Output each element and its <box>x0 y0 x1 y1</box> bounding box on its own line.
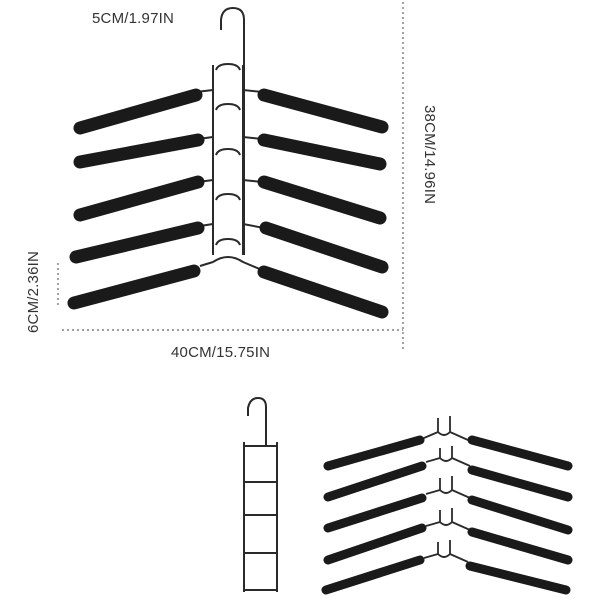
foam-arm-right <box>257 88 389 134</box>
folded-hanger-side-view <box>243 396 278 592</box>
main-hanger-arms <box>67 88 389 319</box>
main-hanger <box>195 6 265 271</box>
foam-arm-left <box>69 221 205 264</box>
foam-arm-left <box>323 493 427 533</box>
foam-arm-right <box>467 527 573 565</box>
foam-arm-right <box>257 265 389 319</box>
ladder-loop <box>215 237 241 246</box>
foam-arm-left <box>323 523 427 565</box>
arm-wire <box>423 431 469 441</box>
foam-arm-left <box>323 461 427 502</box>
arm-wire <box>425 446 471 467</box>
height-dimension-label: 38CM/14.96IN <box>421 105 438 205</box>
ladder-loop <box>215 147 241 156</box>
foam-arm-right <box>257 133 387 171</box>
foam-arm-left <box>321 555 425 595</box>
ladder-loop <box>215 102 241 111</box>
spacing-dimension-label: 6CM/2.36IN <box>25 250 42 333</box>
stacked-wires <box>423 416 471 563</box>
ladder-loop <box>215 62 241 71</box>
width-dimension-label: 40CM/15.75IN <box>171 344 271 361</box>
arm-wire <box>425 508 471 531</box>
stacked-foam-arms <box>321 435 573 595</box>
folded-hanger-hook <box>247 396 267 445</box>
stacked-hangers-view <box>321 416 573 595</box>
foam-arm-left <box>73 175 205 222</box>
ladder-loop <box>215 192 241 201</box>
arm-wire <box>423 540 469 563</box>
foam-arm-right <box>257 175 387 225</box>
foam-arm-right <box>467 465 573 502</box>
foam-arm-left <box>323 435 425 471</box>
stacked-hook <box>437 416 451 436</box>
foam-arm-left <box>73 133 205 169</box>
arm-wire <box>425 476 471 499</box>
foam-arm-left <box>73 88 203 135</box>
arm-wire <box>199 256 263 271</box>
hook-dimension-label: 5CM/1.97IN <box>92 10 175 27</box>
foam-arm-left <box>67 264 201 310</box>
foam-arm-right <box>467 495 573 535</box>
dimension-guides <box>57 2 404 352</box>
foam-arm-right <box>259 221 389 274</box>
foam-arm-right <box>467 435 573 471</box>
main-hanger-hook <box>220 6 245 255</box>
foam-arm-right <box>465 561 571 595</box>
